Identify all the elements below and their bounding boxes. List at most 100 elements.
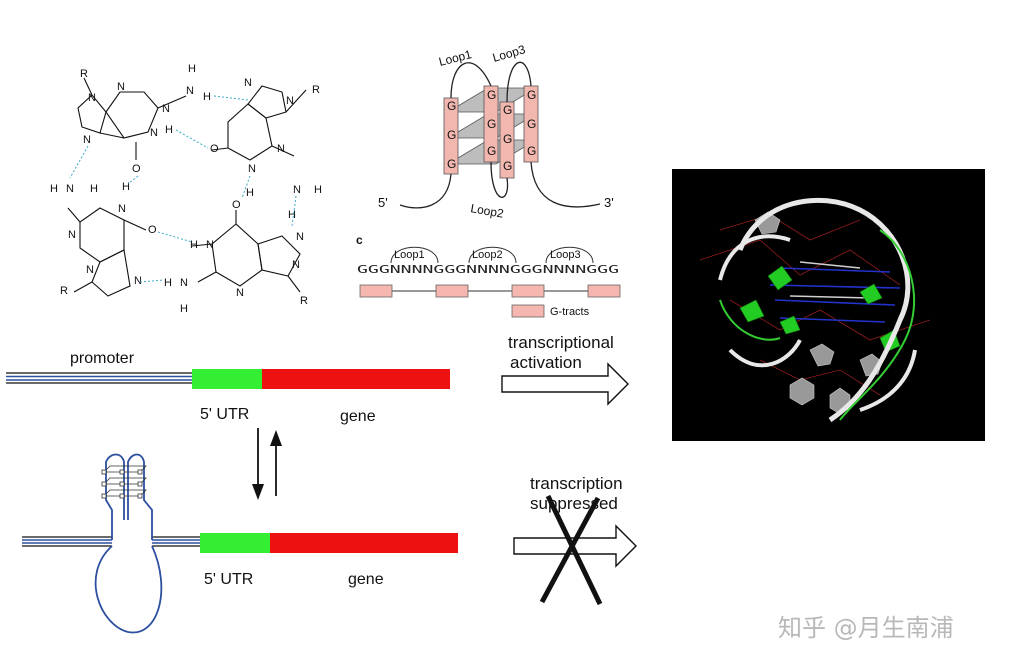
atom-n: N: [83, 134, 91, 146]
base-g: G: [487, 117, 496, 131]
sequence-text: GGGNNNNGGGNNNNGGGNNNNGGG: [357, 264, 619, 276]
g-bases: G G G G G G G G G G G G: [447, 88, 536, 173]
mechanism-active: promoter 5' UTR gene transcriptional act…: [6, 333, 629, 425]
guanine-top-left: [77, 77, 187, 160]
seq-loop2-label: Loop2: [472, 249, 503, 261]
watermark: 知乎 @月生南浦: [778, 614, 954, 642]
base-g: G: [503, 159, 512, 173]
g-tetrad-structure: R N N N N N O N H H H N N R O N N N H H …: [50, 63, 322, 315]
activation-arrow: [501, 362, 629, 406]
atom-o: O: [232, 199, 241, 211]
loop3-label: Loop3: [491, 42, 527, 65]
atom-o: O: [132, 163, 141, 175]
legend-label: G-tracts: [550, 306, 590, 318]
atom-h: H: [314, 184, 322, 196]
atom-n: N: [186, 85, 194, 97]
atom-n: N: [150, 127, 158, 139]
utr-segment: [200, 533, 270, 553]
activation-label-line1: transcriptional: [508, 333, 614, 352]
guanine-top-right: [211, 85, 307, 161]
g-tract-box: [435, 284, 469, 298]
atom-n: N: [236, 287, 244, 299]
cross-mark: [545, 494, 603, 606]
atom-r: R: [80, 68, 88, 80]
atom-n: N: [88, 92, 96, 104]
atom-h: H: [188, 63, 196, 75]
atom-n: N: [206, 239, 214, 251]
mechanism-suppressed: 5' UTR gene transcription suppressed: [22, 453, 637, 634]
atom-n: N: [292, 259, 300, 271]
equilibrium-arrows: [252, 428, 282, 500]
mini-quadruplex: [101, 465, 147, 499]
atom-h: H: [50, 183, 58, 195]
suppressed-arrow: [513, 524, 637, 568]
quadruplex-strand: [105, 453, 125, 540]
base-g: G: [527, 117, 536, 131]
backbone-loops: [399, 61, 601, 209]
utr-label: 5' UTR: [200, 406, 249, 423]
displaced-strand-loop: [94, 545, 163, 634]
base-g: G: [527, 144, 536, 158]
suppressed-label-line1: transcription: [530, 474, 623, 493]
atom-n: N: [248, 163, 256, 175]
atom-h: H: [165, 124, 173, 136]
atom-n: N: [134, 275, 142, 287]
sequence-panel: c Loop1 Loop2 Loop3 GGGNNNNGGGNNNNGGGNNN…: [356, 233, 621, 318]
g-tract-box: [587, 284, 621, 298]
utr-label: 5' UTR: [204, 571, 253, 588]
atom-n: N: [68, 229, 76, 241]
strand-tracts: [443, 85, 539, 179]
atom-n: N: [66, 183, 74, 195]
atom-o: O: [148, 224, 157, 236]
activation-label-line2: activation: [510, 353, 582, 372]
seq-loop3-label: Loop3: [550, 249, 581, 261]
base-g: G: [447, 157, 456, 171]
atom-h: H: [90, 183, 98, 195]
panel-letter: c: [356, 233, 363, 247]
atom-n: N: [117, 81, 125, 93]
atom-n: N: [296, 231, 304, 243]
atom-h: H: [246, 187, 254, 199]
atom-r: R: [312, 84, 320, 96]
atom-r: R: [300, 295, 308, 307]
structure-3d-render: [672, 169, 985, 441]
base-g: G: [527, 88, 536, 102]
guanine-bottom-right: [191, 210, 301, 293]
base-g: G: [487, 88, 496, 102]
hydrogen-bonds: [69, 95, 297, 283]
atom-n: N: [244, 77, 252, 89]
quadruplex-strand: [127, 453, 153, 540]
three-prime-label: 3': [604, 195, 614, 210]
atom-n: N: [293, 184, 301, 196]
atom-n: N: [180, 277, 188, 289]
legend-swatch: [511, 304, 545, 318]
atom-h: H: [164, 277, 172, 289]
base-g: G: [447, 99, 456, 113]
atom-n: N: [86, 264, 94, 276]
atom-n: N: [162, 103, 170, 115]
base-g: G: [487, 144, 496, 158]
cross-mark: [539, 496, 601, 604]
atom-r: R: [60, 285, 68, 297]
g-quadruplex-topology: G G G G G G G G G G G G Loop1 Loop3 Loop…: [378, 42, 614, 221]
atom-n: N: [118, 203, 126, 215]
loop1-label: Loop1: [437, 47, 473, 69]
atom-h: H: [190, 239, 198, 251]
base-g: G: [503, 103, 512, 117]
atom-h: H: [288, 209, 296, 221]
atom-h: H: [122, 181, 130, 193]
base-g: G: [503, 132, 512, 146]
utr-segment: [192, 369, 262, 389]
guanine-bottom-left: [67, 207, 147, 297]
base-g: G: [447, 128, 456, 142]
g-tract-box: [359, 284, 393, 298]
gene-label: gene: [348, 571, 384, 588]
gene-segment: [262, 369, 450, 389]
atom-h: H: [203, 91, 211, 103]
gene-segment: [270, 533, 458, 553]
atom-o: O: [210, 143, 219, 155]
suppressed-label-line2: suppressed: [530, 494, 618, 513]
promoter-label: promoter: [70, 350, 135, 367]
atom-n: N: [277, 143, 285, 155]
